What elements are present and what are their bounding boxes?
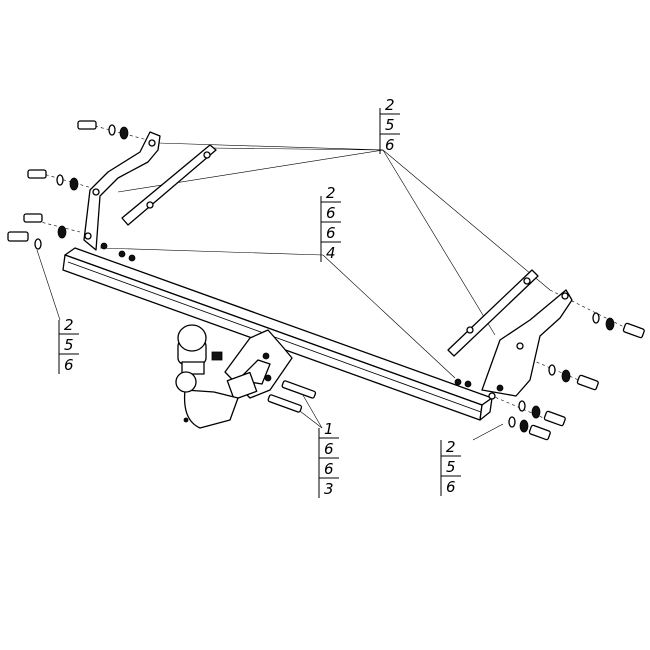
callout-bottom-center-1: 1 (324, 420, 334, 438)
callout-left-3: 6 (64, 356, 74, 374)
left-angle-plate (121, 144, 217, 226)
callout-bottom-right: 2 5 6 (440, 438, 461, 496)
fastener-set-right-low (508, 400, 566, 441)
left-bracket (83, 131, 161, 251)
callout-bottom-right-2: 5 (446, 458, 456, 476)
fastener-set-beam-left (100, 242, 136, 262)
callout-center-4: 4 (326, 244, 336, 262)
callout-center-3: 6 (326, 224, 336, 242)
right-angle-plate (447, 269, 539, 357)
callout-center-2: 6 (326, 204, 336, 222)
fastener-set-center (262, 352, 317, 413)
callout-left-1: 2 (64, 316, 74, 334)
fastener-set-left-mid (27, 169, 79, 191)
fastener-set-beam-right (454, 378, 504, 392)
callout-top-right-1: 2 (385, 96, 395, 114)
callout-bottom-center-3: 6 (324, 460, 334, 478)
callout-top-right-3: 6 (385, 136, 395, 154)
callout-top-right-2: 5 (385, 116, 395, 134)
fastener-set-left-low (7, 213, 67, 250)
fastener-set-left-top (77, 120, 129, 140)
callout-bottom-center-4: 3 (324, 480, 334, 498)
callout-left-2: 5 (64, 336, 74, 354)
callout-top-right: 2 5 6 (379, 96, 400, 154)
fastener-set-right-top (592, 312, 645, 339)
callout-bottom-center: 1 6 6 3 (318, 420, 339, 498)
callout-bottom-right-1: 2 (446, 438, 456, 456)
callout-bottom-center-2: 6 (324, 440, 334, 458)
callout-center-1: 2 (326, 184, 336, 202)
hitch-mount (224, 329, 293, 401)
callout-center: 2 6 6 4 (320, 184, 341, 262)
tow-ball (175, 324, 239, 429)
fastener-set-right-mid (548, 364, 599, 391)
callout-left: 2 5 6 (58, 316, 79, 374)
callout-bottom-right-3: 6 (446, 478, 456, 496)
cross-beam (62, 247, 493, 421)
right-bracket (481, 289, 573, 400)
